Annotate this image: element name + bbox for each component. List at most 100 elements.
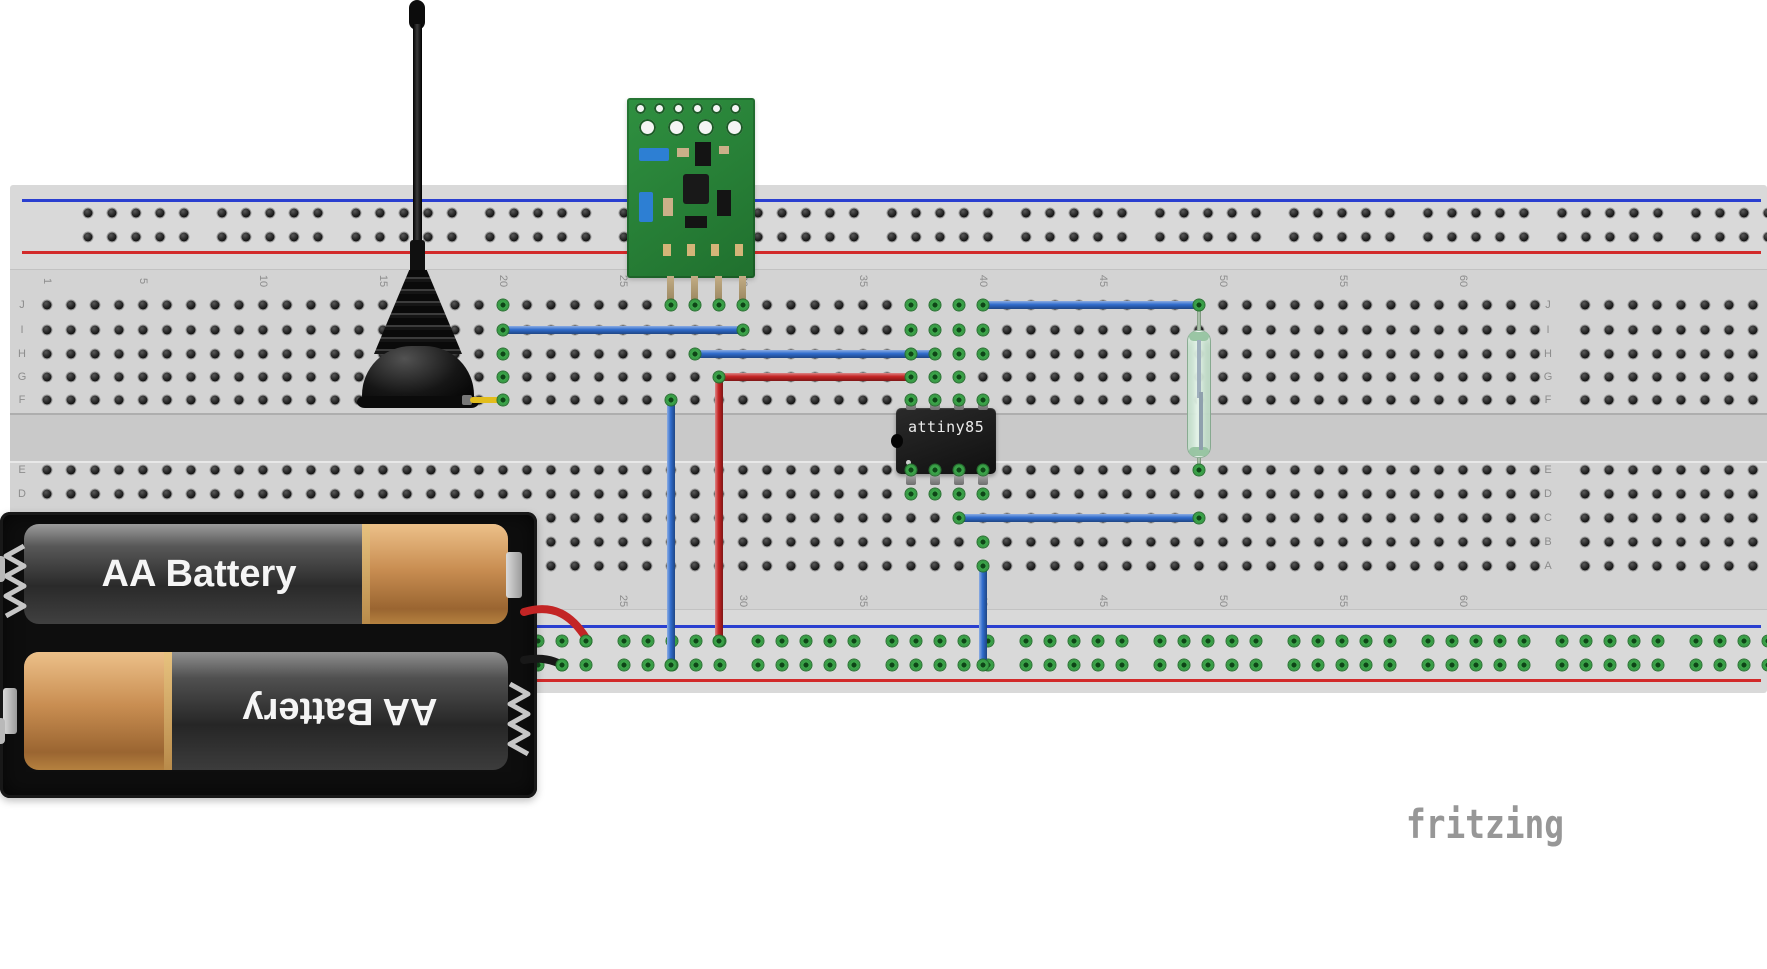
- module-pin: [691, 276, 698, 310]
- breadboard-hole: [162, 372, 172, 382]
- breadboard-hole: [90, 325, 100, 335]
- breadboard-hole: [1580, 513, 1590, 523]
- breadboard-hole-connected: [1580, 659, 1592, 671]
- breadboard-hole: [930, 372, 940, 382]
- jumper-wire-blue[interactable]: [692, 350, 938, 358]
- breadboard-hole-connected: [1226, 659, 1238, 671]
- breadboard-hole-connected: [1422, 635, 1434, 647]
- antenna-wire[interactable]: [470, 397, 504, 403]
- reed-contact: [1197, 340, 1201, 398]
- breadboard-hole: [354, 349, 364, 359]
- breadboard-hole: [1313, 208, 1323, 218]
- jumper-wire-blue[interactable]: [980, 301, 1202, 309]
- breadboard-hole: [330, 372, 340, 382]
- breadboard-hole: [399, 208, 409, 218]
- antenna-joint: [410, 240, 425, 276]
- module-pin: [715, 276, 722, 310]
- chip-label: attiny85: [908, 418, 985, 436]
- breadboard-hole: [1700, 537, 1710, 547]
- breadboard-hole: [1098, 489, 1108, 499]
- rf-transmitter-module[interactable]: [627, 98, 755, 310]
- breadboard-hole-connected: [1690, 659, 1702, 671]
- breadboard-hole: [1069, 232, 1079, 242]
- breadboard-hole: [1098, 537, 1108, 547]
- breadboard-hole: [533, 232, 543, 242]
- breadboard-hole: [83, 208, 93, 218]
- breadboard-hole: [1458, 372, 1468, 382]
- chip-pin: [954, 472, 964, 485]
- breadboard-hole: [450, 349, 460, 359]
- breadboard-hole: [1337, 232, 1347, 242]
- breadboard-hole: [42, 349, 52, 359]
- breadboard-hole: [978, 325, 988, 335]
- attiny85-chip[interactable]: attiny85: [891, 397, 996, 485]
- jumper-wire-blue[interactable]: [979, 563, 987, 668]
- breadboard-hole: [618, 395, 628, 405]
- reed-switch[interactable]: [1182, 300, 1218, 480]
- breadboard-hole: [138, 395, 148, 405]
- breadboard-hole: [66, 465, 76, 475]
- jumper-wire-blue[interactable]: [956, 514, 1202, 522]
- breadboard-hole: [1604, 561, 1614, 571]
- breadboard-hole-connected: [1556, 659, 1568, 671]
- breadboard-hole: [234, 300, 244, 310]
- breadboard-hole: [306, 300, 316, 310]
- breadboard-hole: [1628, 349, 1638, 359]
- breadboard-hole: [306, 395, 316, 405]
- breadboard-hole: [666, 349, 676, 359]
- breadboard-hole: [1218, 325, 1228, 335]
- column-label: 35: [857, 274, 869, 288]
- breadboard-hole: [498, 465, 508, 475]
- breadboard-hole-connected: [1690, 635, 1702, 647]
- breadboard-hole: [330, 300, 340, 310]
- breadboard-hole: [978, 349, 988, 359]
- breadboard-hole: [618, 349, 628, 359]
- breadboard-hole: [241, 208, 251, 218]
- breadboard-hole: [447, 232, 457, 242]
- battery-band: [164, 652, 172, 770]
- jumper-wire-blue[interactable]: [500, 326, 746, 334]
- breadboard-hole: [594, 561, 604, 571]
- breadboard-hole: [474, 349, 484, 359]
- battery-holder[interactable]: AA Battery AA Battery: [0, 512, 537, 798]
- breadboard-hole: [498, 300, 508, 310]
- breadboard-hole: [1580, 561, 1590, 571]
- breadboard-hole: [1628, 300, 1638, 310]
- breadboard-hole: [738, 537, 748, 547]
- breadboard-hole-connected: [1020, 659, 1032, 671]
- breadboard-hole: [978, 489, 988, 499]
- breadboard-hole: [1098, 349, 1108, 359]
- breadboard-hole: [1002, 395, 1012, 405]
- breadboard-hole: [1146, 395, 1156, 405]
- breadboard-hole: [1604, 489, 1614, 499]
- breadboard-hole: [1314, 489, 1324, 499]
- jumper-wire-red[interactable]: [716, 373, 914, 381]
- breadboard-hole: [1170, 561, 1180, 571]
- jumper-wire-red[interactable]: [715, 373, 723, 645]
- breadboard-hole: [1362, 300, 1372, 310]
- row-label: H: [1544, 348, 1552, 360]
- breadboard-hole: [498, 372, 508, 382]
- breadboard-hole: [186, 465, 196, 475]
- breadboard-hole: [522, 349, 532, 359]
- battery-spring-icon: [507, 681, 531, 757]
- breadboard-hole: [786, 561, 796, 571]
- breadboard-hole: [1386, 561, 1396, 571]
- breadboard-hole: [217, 232, 227, 242]
- breadboard-hole: [930, 300, 940, 310]
- breadboard-hole-connected: [580, 635, 592, 647]
- breadboard-hole: [762, 300, 772, 310]
- breadboard-hole: [42, 325, 52, 335]
- breadboard-hole: [810, 489, 820, 499]
- jumper-wire-blue[interactable]: [667, 397, 675, 668]
- breadboard-hole: [642, 372, 652, 382]
- breadboard-hole: [1739, 232, 1749, 242]
- breadboard-hole: [282, 325, 292, 335]
- breadboard-hole: [786, 513, 796, 523]
- breadboard-hole: [570, 561, 580, 571]
- breadboard-hole: [522, 300, 532, 310]
- breadboard-hole: [906, 325, 916, 335]
- module-component: [677, 148, 689, 157]
- battery-aa-top: AA Battery: [24, 524, 508, 624]
- breadboard-hole: [1218, 372, 1228, 382]
